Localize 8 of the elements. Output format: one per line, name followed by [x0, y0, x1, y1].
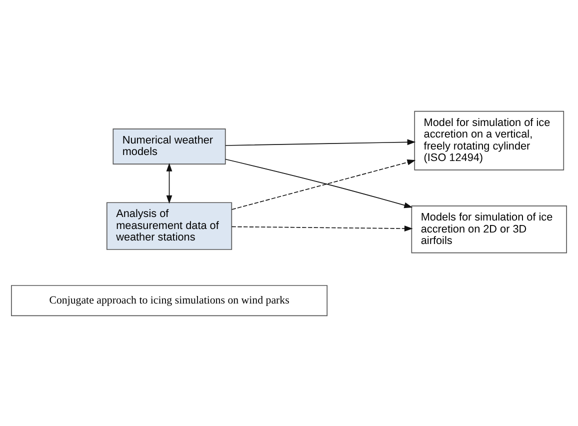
node-box: Analysis of measurement data of weather stations [106, 202, 232, 250]
arrow [225, 138, 416, 146]
arrow [166, 162, 172, 204]
arrow [231, 225, 413, 231]
node-box: Conjugate approach to icing simulations on wind parks [11, 284, 328, 316]
node-box: Numerical weather models [112, 128, 226, 164]
node-box: Model for simulation of ice accretion on a vertical, freely rotating cylinder (ISO 12494) [414, 110, 564, 170]
node-box: Models for simulation of ice accretion on 2D or 3D airfoils [411, 205, 567, 253]
